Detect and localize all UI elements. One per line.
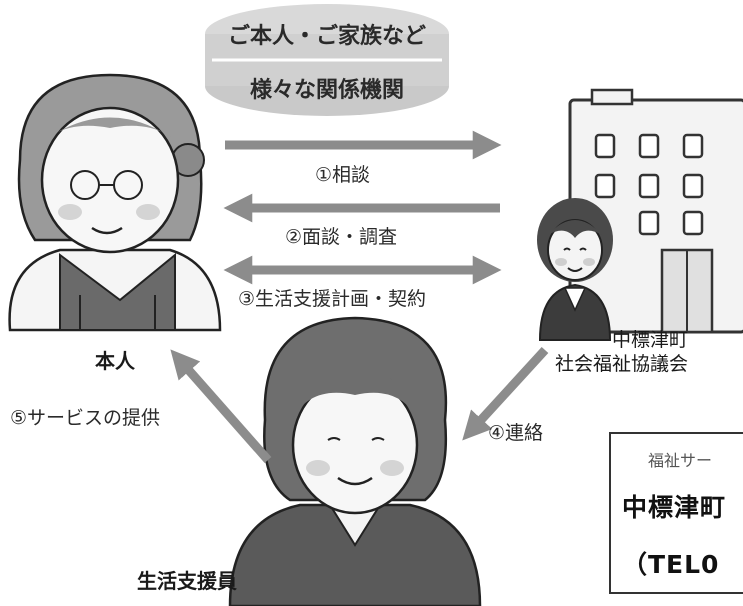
contact-box-heading: 福祉サー [648,451,713,470]
step-interview-label: ②面談・調査 [285,226,398,248]
supporter-illustration [228,316,482,606]
arrow-contact [462,346,549,441]
step-contract-label: ③生活支援計画・契約 [238,288,427,310]
flow-arrows [170,130,549,463]
top-pill [205,4,449,116]
contact-box-name: 中標津町 [622,493,727,522]
contact-box-phone: （TEL0 [622,550,720,579]
step-contact-label: ④連絡 [488,422,544,444]
council-name-line1: 中標津町 [612,329,689,351]
building-illustration [568,88,743,334]
staff-woman-illustration [537,198,613,341]
pill-line-family: ご本人・ご家族など [227,24,426,49]
step-consult-label: ①相談 [315,164,371,186]
pill-line-agencies: 様々な関係機関 [249,78,404,103]
step-service-label: ⑤サービスの提供 [10,407,161,429]
council-name-line2: 社会福祉協議会 [555,353,689,375]
contact-box-frame [609,432,743,594]
supporter-label: 生活支援員 [137,569,237,593]
person-label: 本人 [95,349,135,373]
elderly-person-illustration [8,73,222,332]
arrow-service [170,349,272,463]
